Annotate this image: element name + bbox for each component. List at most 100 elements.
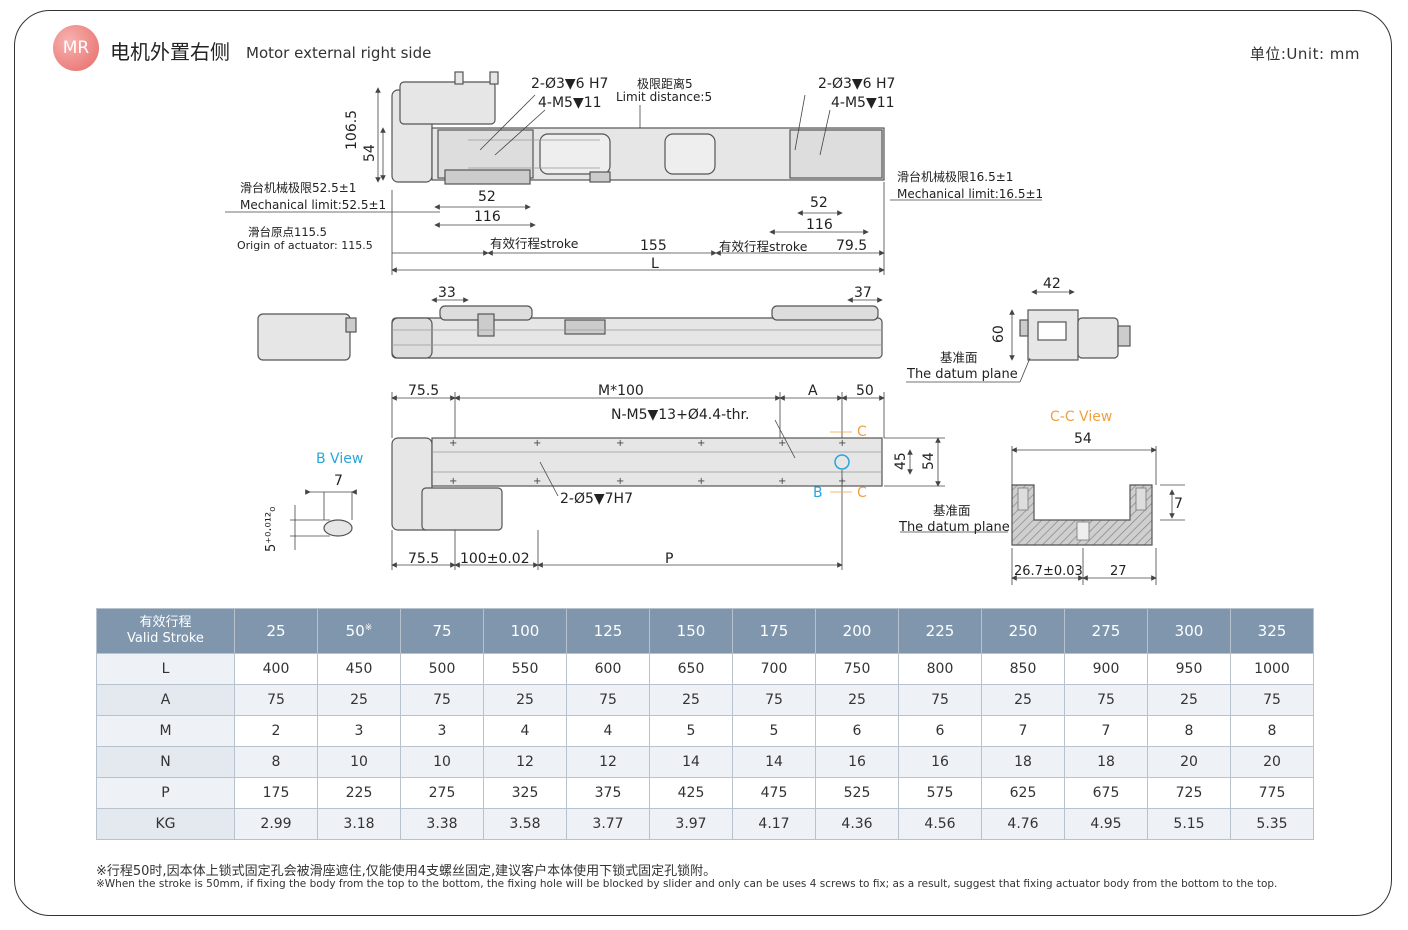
note-cn: ※行程50时,因本体上锁式固定孔会被滑座遮住,仅能使用4支螺丝固定,建议客户本体… [96,864,717,879]
table-cell: 18 [1064,746,1148,778]
stroke-note-mark: ※ [364,623,373,633]
b-view-title: B View [316,451,363,467]
table-cell: 475 [732,777,816,809]
row-label: KG [96,808,235,840]
cc-view: C-C View 54 7 基准面 The datum plane 26.7±0… [898,409,1185,585]
motor-plug [345,317,357,333]
section-mark-bottom: C [857,485,867,501]
table-cell: 325 [483,777,567,809]
page-frame [14,10,1392,916]
stroke-col: 175 [732,608,816,654]
table-cell: 10 [317,746,401,778]
table-cell: 575 [898,777,982,809]
motor-bottom [421,487,503,531]
table-cell: 25 [483,684,567,716]
table-cell: 16 [898,746,982,778]
dim-P: P [665,551,673,567]
bottom-view-dims [391,392,945,570]
table-cell: 4.36 [815,808,899,840]
dim-52-left: 52 [478,189,496,205]
table-cell: 525 [815,777,899,809]
table-cell: 16 [815,746,899,778]
table-cell: 425 [649,777,733,809]
stroke-col: 200 [815,608,899,654]
table-cell: 1000 [1230,653,1314,685]
table-cell: 800 [898,653,982,685]
cover-segment [539,133,611,175]
model-badge: MR [53,25,99,71]
table-cell: 725 [1147,777,1231,809]
end-view-tab [1019,319,1029,337]
mech-limit-left-en: Mechanical limit:52.5±1 [240,198,386,212]
table-cell: 6 [898,715,982,747]
dim-75-5-top: 75.5 [408,383,439,399]
stroke-col: 75 [400,608,484,654]
stroke-col: 275 [1064,608,1148,654]
mech-limit-right-en: Mechanical limit:16.5±1 [897,187,1043,201]
svg-text:+: + [778,438,786,449]
spec-table: 有效行程 Valid Stroke 25 50※ 75 100 125 150 … [96,608,1314,840]
table-cell: 8 [1147,715,1231,747]
pin-spec: 2-Ø5▼7H7 [560,491,633,507]
table-cell: 3 [317,715,401,747]
stroke-col: 300 [1147,608,1231,654]
table-cell: 75 [400,684,484,716]
motor-connector [489,71,499,85]
valid-stroke-header: 有效行程 Valid Stroke [96,608,235,654]
slider-right [789,129,883,179]
end-view-window [1037,321,1067,341]
row-label: M [96,715,235,747]
top-view-dims [225,87,1042,275]
hole-spec-right: 2-Ø3▼6 H7 [818,76,895,92]
page-title-en: Motor external right side [246,44,432,62]
stroke-col: 250 [981,608,1065,654]
dim-A: A [808,383,818,399]
table-cell: 12 [566,746,650,778]
dim-42: 42 [1043,276,1061,292]
header-cn: 有效行程 [139,615,192,630]
table-cell: 20 [1230,746,1314,778]
dim-54-bottom: 54 [921,452,937,470]
svg-text:+: + [616,438,624,449]
datum-cc-en: The datum plane [898,520,1010,535]
svg-text:+: + [449,438,457,449]
table-cell: 2.99 [234,808,318,840]
dim-37: 37 [854,285,872,301]
table-cell: 900 [1064,653,1148,685]
table-cell: 950 [1147,653,1231,685]
table-cell: 3.97 [649,808,733,840]
table-cell: 75 [1064,684,1148,716]
table-cell: 10 [400,746,484,778]
row-label: L [96,653,235,685]
table-cell: 625 [981,777,1065,809]
table-cell: 175 [234,777,318,809]
side-view-dims [431,289,1075,383]
sensor-block [589,171,611,183]
technical-drawing: 2-Ø3▼6 H7 4-M5▼11 极限距离5 Limit distance:5… [225,71,1185,585]
table-cell: 400 [234,653,318,685]
hole-spec-left: 2-Ø3▼6 H7 [531,76,608,92]
actuator-body-side [391,317,883,359]
end-view [1019,309,1131,361]
table-cell: 18 [981,746,1065,778]
cover-segment [664,133,716,175]
cc-section [1011,484,1153,546]
table-cell: 5 [732,715,816,747]
cc-dim-26-7: 26.7±0.03 [1014,564,1083,579]
dim-106-5: 106.5 [344,110,360,150]
section-mark-top: C [857,424,867,440]
limit-distance-cn: 极限距离5 [637,76,693,91]
dim-33: 33 [438,285,456,301]
slider-top-right [771,305,879,321]
stroke-col: 100 [483,608,567,654]
sensor-side [564,319,606,335]
stroke-col: 125 [566,608,650,654]
stroke-right: 有效行程stroke [719,239,808,254]
b-view: B View 7 5⁺⁰·⁰¹²₀ [264,451,363,552]
svg-text:+: + [616,476,624,487]
table-cell: 550 [483,653,567,685]
